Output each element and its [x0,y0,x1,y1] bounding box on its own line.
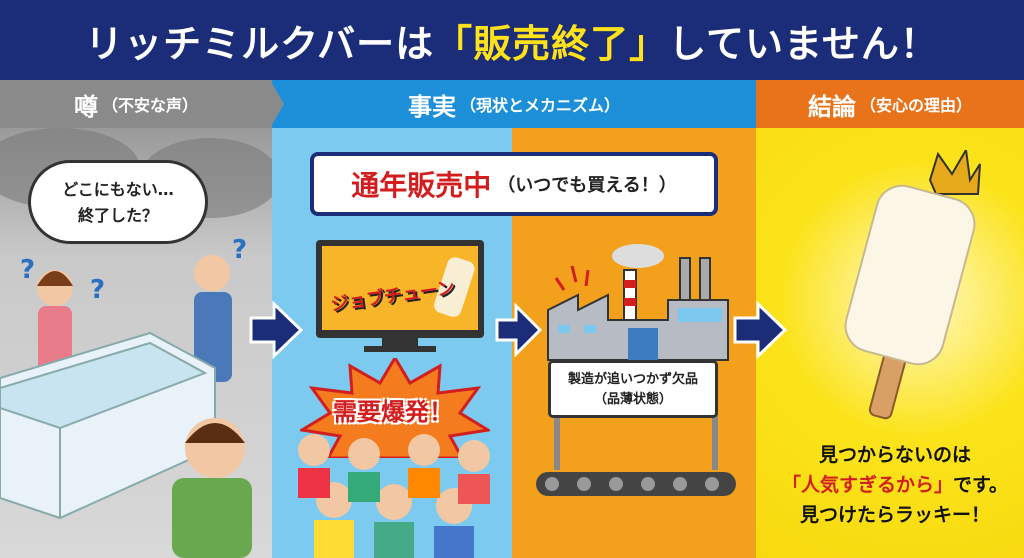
sign-line: （品薄状態） [593,392,672,407]
year-round-sale-banner: 通年販売中（いつでも買える！） [310,152,718,216]
header-label: 噂 [73,92,98,121]
section-header-rumor: 噂（不安な声） [0,80,272,128]
conclusion-line: 見つからないのは [818,444,971,466]
bubble-line: どこにもない… [62,180,174,199]
worry-speech-bubble: どこにもない… 終了した？ [28,160,208,244]
conclusion-line: 「人気すぎるから」です。 [770,470,1020,500]
title-post: していません！ [668,21,939,66]
bubble-line: 終了した？ [77,206,158,225]
demand-explosion-text: 需要爆発！ [333,397,453,426]
factory-icon [536,244,736,496]
arrow-right-icon [495,302,543,358]
question-mark-icon: ? [20,255,35,285]
banner-sub: （いつでも買える！） [497,175,677,196]
sign-line: 製造が追いつかず欠品 [567,372,698,387]
header-chevron [270,80,284,128]
arrow-right-icon [733,300,788,360]
header-sub: （安心の理由） [859,96,972,115]
header-label: 結論 [807,92,856,121]
arrow-right-icon [249,300,304,360]
title-pre: リッチミルクバーは [85,21,435,66]
popular-reason: 「人気すぎるから」 [781,474,953,496]
question-mark-icon: ? [90,275,105,305]
tv-icon [316,240,484,352]
header-label: 事実 [407,92,456,121]
explosion-burst [300,358,490,458]
main-title: リッチミルクバーは「販売終了」していません！ [0,0,1024,80]
section-header-conclusion: 結論（安心の理由） [756,80,1024,128]
crowd-illustration [298,434,490,558]
conclusion-post: です。 [952,474,1009,496]
crown-icon [928,150,981,195]
title-highlight: 「販売終了」 [434,21,669,66]
header-sub: （不安な声） [101,96,198,115]
ice-bar-icon [844,150,981,420]
section-header-fact: 事実（現状とメカニズム） [272,80,756,128]
conclusion-line: 見つけたらラッキー！ [799,504,990,526]
shortage-sign: 製造が追いつかず欠品 （品薄状態） [548,360,718,418]
banner-main: 通年販売中 [351,169,492,202]
header-sub: （現状とメカニズム） [459,96,620,115]
conclusion-text: 見つからないのは 「人気すぎるから」です。 見つけたらラッキー！ [770,440,1020,530]
question-mark-icon: ? [232,235,247,265]
